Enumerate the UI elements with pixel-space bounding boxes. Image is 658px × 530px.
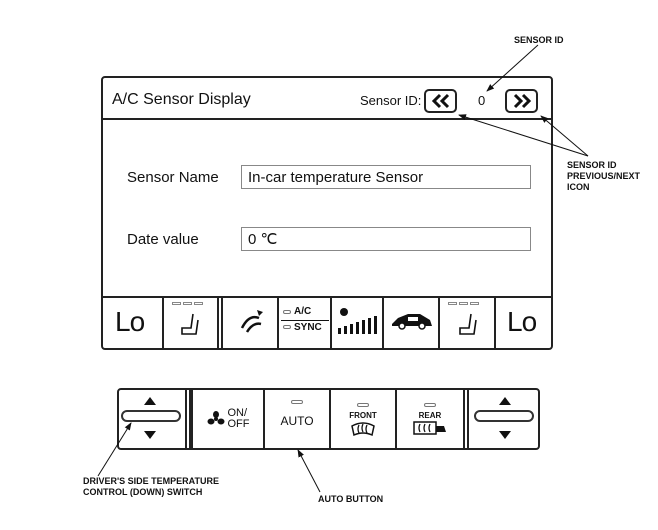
leader-auto-button <box>297 449 321 493</box>
passenger-temperature-switch[interactable] <box>469 390 538 448</box>
panel-separator <box>463 390 469 448</box>
screen-title: A/C Sensor Display <box>112 91 251 108</box>
sync-indicator <box>283 325 291 329</box>
triangle-down-icon <box>499 431 511 439</box>
onoff-label-line1: ON/ <box>227 407 248 419</box>
sensor-name-label: Sensor Name <box>127 169 219 186</box>
leader-next-icon <box>540 115 589 157</box>
callout-driver-temp-line2: CONTROL (DOWN) SWITCH <box>83 487 203 497</box>
car-icon <box>392 314 432 330</box>
front-defrost-button[interactable]: FRONT <box>329 390 395 448</box>
recirculation-button[interactable] <box>221 296 279 348</box>
left-temperature-display: Lo <box>115 306 145 337</box>
triangle-up-icon <box>144 397 156 405</box>
front-defrost-icon <box>351 421 375 436</box>
triangle-up-icon <box>499 397 511 405</box>
leader-driver-temp-switch <box>97 422 132 477</box>
date-value-field: 0 ℃ <box>241 227 531 251</box>
callout-sensor-id: SENSOR ID <box>514 35 564 45</box>
temperature-rocker-slot <box>474 410 534 422</box>
ac-label: A/C <box>294 306 312 317</box>
screen-header <box>103 78 551 120</box>
callout-driver-temp-line1: DRIVER'S SIDE TEMPERATURE <box>83 476 219 486</box>
screen-bottom-bar-divider <box>103 296 551 298</box>
front-label: FRONT <box>349 410 377 420</box>
rear-defrost-button[interactable]: REAR <box>395 390 463 448</box>
seat-heater-level-indicator <box>172 302 203 305</box>
fan-icon <box>207 411 224 425</box>
seat-heater-level-indicator <box>448 302 479 305</box>
fan-speed-button[interactable] <box>330 296 384 348</box>
rear-defrost-icon <box>413 420 446 435</box>
fan-on-off-button[interactable]: ON/ OFF <box>191 390 263 448</box>
double-chevron-right-icon <box>513 93 531 109</box>
callout-prev-next: SENSOR ID PREVIOUS/NEXT ICON <box>567 160 640 193</box>
leader-previous-icon <box>458 114 589 157</box>
ac-indicator <box>283 310 291 314</box>
right-temperature-display: Lo <box>507 306 537 337</box>
seat-icon <box>181 313 199 335</box>
auto-button[interactable]: AUTO <box>263 390 329 448</box>
sensor-id-next-button[interactable] <box>505 89 538 113</box>
auto-indicator <box>291 400 303 404</box>
driver-seat-heater-button[interactable] <box>162 296 219 348</box>
rear-defrost-indicator <box>424 402 436 407</box>
car-mode-button[interactable] <box>382 296 440 348</box>
ac-sync-divider <box>281 320 329 321</box>
sensor-id-previous-button[interactable] <box>424 89 457 113</box>
callout-prev-next-line2: PREVIOUS/NEXT <box>567 171 641 181</box>
double-chevron-left-icon <box>431 93 449 109</box>
right-temperature-area <box>494 296 553 348</box>
bar-separator <box>217 296 223 348</box>
air-recirculation-icon <box>240 310 263 333</box>
callout-prev-next-line1: SENSOR ID <box>567 160 617 170</box>
sensor-name-field: In-car temperature Sensor <box>241 165 531 189</box>
auto-label: AUTO <box>280 414 314 428</box>
onoff-label-line2: OFF <box>227 418 250 430</box>
sensor-id-label: Sensor ID: <box>360 93 422 108</box>
front-defrost-indicator <box>357 402 369 407</box>
leader-sensor-id <box>486 44 539 92</box>
temperature-rocker-slot <box>121 410 181 422</box>
callout-driver-temp-switch: DRIVER'S SIDE TEMPERATURE CONTROL (DOWN)… <box>83 476 219 498</box>
triangle-down-icon <box>144 431 156 439</box>
ac-sync-button[interactable]: A/C SYNC <box>277 296 332 348</box>
driver-temperature-switch[interactable] <box>119 390 185 448</box>
passenger-seat-heater-button[interactable] <box>438 296 496 348</box>
date-value-label: Date value <box>127 231 199 248</box>
sensor-id-value: 0 <box>478 93 486 108</box>
seat-icon <box>459 313 477 335</box>
rear-label: REAR <box>418 410 442 420</box>
fan-speed-icon <box>338 308 377 334</box>
callout-auto-button: AUTO BUTTON <box>318 494 384 504</box>
callout-prev-next-line3: ICON <box>567 182 590 192</box>
climate-control-panel <box>117 388 540 450</box>
panel-separator <box>185 390 191 448</box>
sync-label: SYNC <box>294 322 322 333</box>
